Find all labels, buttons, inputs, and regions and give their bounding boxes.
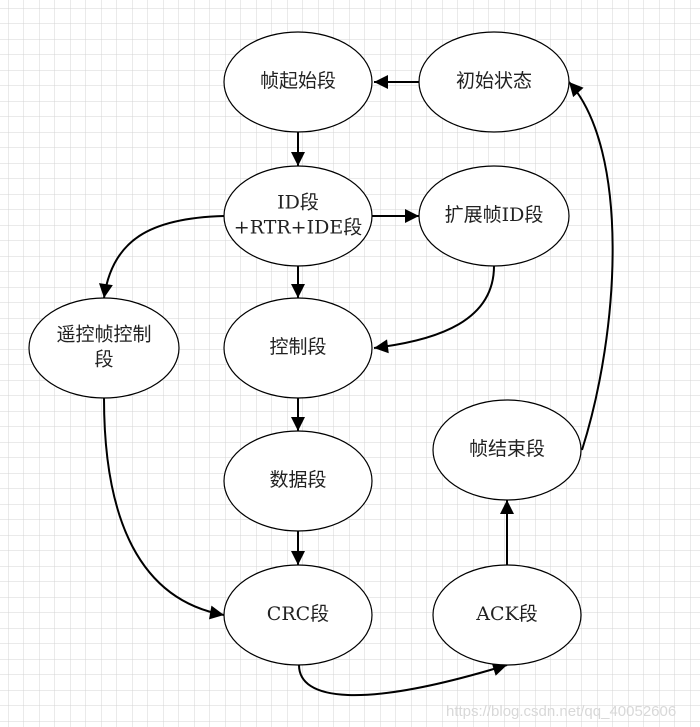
node-label: 遥控帧控制 [56,324,151,346]
node-label: CRC段 [267,603,329,625]
node-label: 段 [94,349,113,371]
node-shape [432,564,582,666]
node-ack: ACK段 [432,564,582,666]
node-shape [223,564,373,666]
edges-layer [98,75,614,696]
edge-frame-end-to-init-state [568,81,614,451]
edge-ext-id-to-ctrl [373,265,495,354]
edge-id-seg-to-remote-ctrl [98,215,225,299]
node-label: 帧结束段 [469,438,545,460]
node-init-state: 初始状态 [418,31,570,133]
node-label: 初始状态 [456,70,532,92]
edge-crc-to-ack [298,662,508,696]
node-label: 帧起始段 [260,70,336,92]
node-shape [432,399,582,501]
node-shape [28,297,180,399]
node-data: 数据段 [223,430,373,532]
node-shape [223,31,373,133]
node-ext-id: 扩展帧ID段 [418,165,570,267]
node-shape [418,165,570,267]
node-label: 扩展帧ID段 [445,204,544,226]
edge-remote-ctrl-to-crc [103,397,225,620]
node-crc: CRC段 [223,564,373,666]
node-frame-start: 帧起始段 [223,31,373,133]
node-label: 控制段 [269,336,326,358]
node-label: ACK段 [475,603,537,625]
node-shape [223,165,373,267]
node-label: +RTR+IDE段 [234,217,362,239]
node-shape [223,430,373,532]
watermark: https://blog.csdn.net/qq_40052606 [446,703,676,720]
node-frame-end: 帧结束段 [432,399,582,501]
node-shape [223,297,373,399]
node-id-seg: ID段 +RTR+IDE段 [223,165,373,267]
node-label: ID段 [277,192,319,214]
node-shape [418,31,570,133]
node-ctrl: 控制段 [223,297,373,399]
node-label: 数据段 [269,469,326,491]
